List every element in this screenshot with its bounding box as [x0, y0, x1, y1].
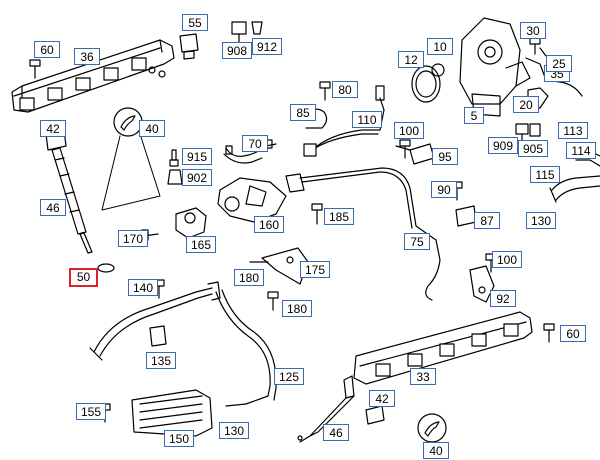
valve-165	[175, 207, 207, 239]
oil-cooler-150	[131, 389, 213, 437]
callout-113[interactable]: 113	[558, 122, 588, 139]
connector-912	[251, 21, 263, 35]
callout-12[interactable]: 12	[398, 51, 424, 68]
callout-912[interactable]: 912	[252, 38, 282, 55]
callout-130-bottom[interactable]: 130	[219, 422, 249, 439]
callout-42-bottom[interactable]: 42	[369, 390, 395, 407]
gasket-10	[431, 63, 445, 77]
callout-150[interactable]: 150	[164, 430, 194, 447]
gasket-12	[411, 65, 441, 103]
hose-130a	[549, 175, 600, 203]
egr-valve-160	[217, 173, 305, 223]
tool-40-bottom	[417, 413, 447, 443]
callout-140[interactable]: 140	[128, 279, 158, 296]
clip-87	[455, 205, 477, 227]
screw-180b	[267, 291, 279, 311]
callout-36[interactable]: 36	[74, 48, 100, 65]
callout-95[interactable]: 95	[432, 148, 458, 165]
pressure-sensor-55	[179, 33, 199, 60]
clamp-42-bottom	[365, 405, 385, 425]
callout-130-top[interactable]: 130	[526, 212, 556, 229]
injector-rail-right	[353, 311, 533, 385]
screw-185	[311, 203, 323, 225]
tool-40-top	[113, 107, 143, 137]
callout-100-bottom[interactable]: 100	[492, 251, 522, 268]
callout-20[interactable]: 20	[513, 96, 539, 113]
callout-125[interactable]: 125	[274, 368, 304, 385]
callout-30[interactable]: 30	[520, 22, 546, 39]
callout-115[interactable]: 115	[530, 166, 560, 183]
screw-60-left	[29, 59, 41, 79]
callout-87[interactable]: 87	[474, 212, 500, 229]
callout-40-bottom[interactable]: 40	[423, 442, 449, 459]
callout-75[interactable]: 75	[404, 233, 430, 250]
callout-165[interactable]: 165	[186, 236, 216, 253]
callout-155[interactable]: 155	[76, 403, 106, 420]
callout-25[interactable]: 25	[546, 55, 572, 72]
callout-60-bottom[interactable]: 60	[560, 325, 586, 342]
callout-915[interactable]: 915	[182, 148, 212, 165]
sensor-902	[167, 169, 183, 185]
callout-160[interactable]: 160	[254, 216, 284, 233]
callout-10[interactable]: 10	[427, 38, 453, 55]
callout-110[interactable]: 110	[352, 111, 382, 128]
high-pressure-pump	[459, 17, 531, 117]
callout-180-lower[interactable]: 180	[282, 300, 312, 317]
callout-33[interactable]: 33	[410, 368, 436, 385]
screw-60-right	[543, 323, 555, 343]
callout-185[interactable]: 185	[324, 208, 354, 225]
callout-80[interactable]: 80	[332, 81, 358, 98]
callout-85[interactable]: 85	[290, 104, 316, 121]
callout-40-top[interactable]: 40	[139, 120, 165, 137]
injector-bottom	[297, 375, 355, 443]
injector-rail-left	[11, 39, 175, 113]
callout-908[interactable]: 908	[222, 42, 252, 59]
injector-left	[45, 129, 93, 254]
callout-905[interactable]: 905	[518, 140, 548, 157]
callout-46-bottom[interactable]: 46	[323, 424, 349, 441]
callout-135[interactable]: 135	[146, 352, 176, 369]
callout-180-upper[interactable]: 180	[234, 269, 264, 286]
callout-902[interactable]: 902	[182, 169, 212, 186]
sensor-915	[169, 149, 179, 167]
callout-90[interactable]: 90	[431, 181, 457, 198]
callout-114[interactable]: 114	[566, 142, 596, 159]
bracket-95	[395, 143, 435, 165]
callout-60-top[interactable]: 60	[34, 41, 60, 58]
bracket-175	[249, 247, 309, 285]
callout-46-top[interactable]: 46	[40, 199, 66, 216]
hose-125	[215, 289, 277, 407]
callout-175[interactable]: 175	[300, 261, 330, 278]
callout-55[interactable]: 55	[182, 14, 208, 31]
callout-909[interactable]: 909	[488, 137, 518, 154]
callout-100-top[interactable]: 100	[394, 122, 424, 139]
screw-80	[319, 81, 331, 101]
clip-135	[149, 325, 167, 347]
callout-170[interactable]: 170	[118, 230, 148, 247]
callout-42-top[interactable]: 42	[40, 120, 66, 137]
callout-70[interactable]: 70	[242, 135, 268, 152]
connector-908	[231, 21, 247, 43]
callout-50-selected[interactable]: 50	[69, 268, 98, 287]
fuel-line-110-75	[299, 85, 441, 301]
screw-100a	[399, 139, 411, 159]
callout-5[interactable]: 5	[464, 107, 484, 124]
hose-135	[89, 281, 221, 361]
screw-30	[529, 37, 541, 55]
callout-92[interactable]: 92	[490, 290, 516, 307]
washer-50	[97, 263, 115, 273]
